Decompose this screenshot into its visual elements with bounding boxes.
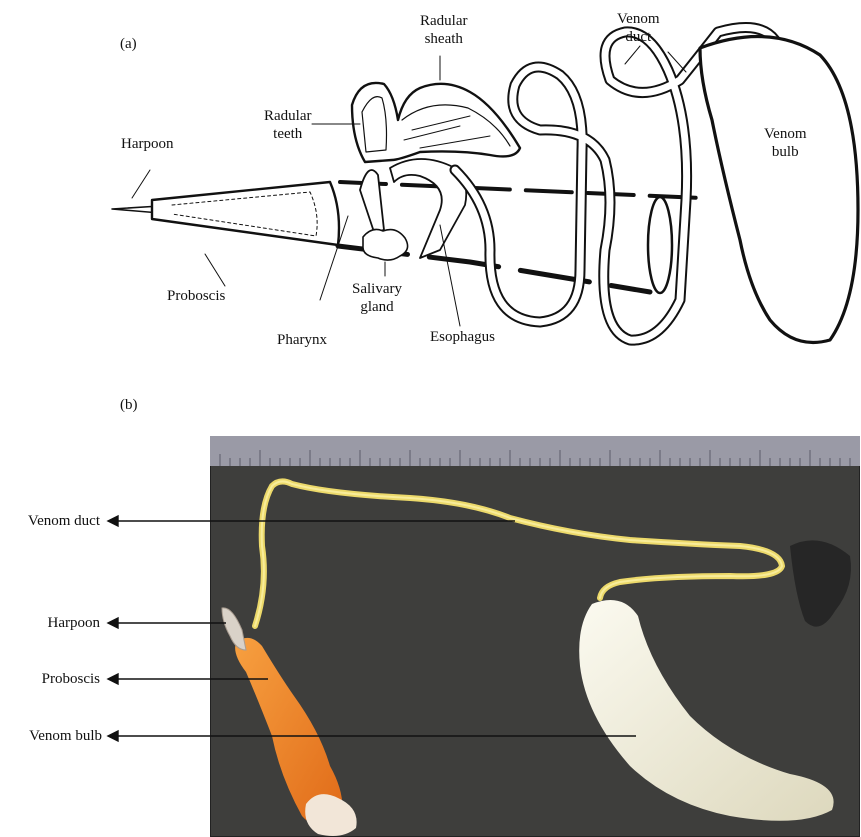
label-b-venom-bulb: Venom bulb	[2, 727, 102, 745]
label-b-proboscis: Proboscis	[8, 670, 100, 688]
label-a-venom-duct: Venom duct	[617, 10, 660, 46]
body-tube-upper	[340, 182, 700, 198]
venom-bulb-shape	[700, 37, 858, 343]
panel-b-photo	[210, 436, 860, 837]
label-a-harpoon: Harpoon	[121, 135, 174, 153]
panel-b-letter: (b)	[120, 397, 138, 414]
label-a-salivary-gland: Salivary gland	[352, 280, 402, 316]
label-a-venom-bulb: Venom bulb	[764, 125, 807, 161]
label-b-venom-duct: Venom duct	[8, 512, 100, 530]
salivary-gland-shape	[363, 229, 408, 260]
label-a-proboscis: Proboscis	[167, 287, 225, 305]
radular-sheath-shape	[352, 83, 520, 162]
pharynx-shape	[360, 170, 384, 232]
label-a-esophagus: Esophagus	[430, 328, 495, 346]
label-b-harpoon: Harpoon	[8, 614, 100, 632]
ruler	[210, 436, 860, 466]
label-a-radular-sheath: Radular sheath	[420, 12, 467, 48]
label-a-pharynx: Pharynx	[277, 331, 327, 349]
label-a-radular-teeth: Radular teeth	[264, 107, 311, 143]
